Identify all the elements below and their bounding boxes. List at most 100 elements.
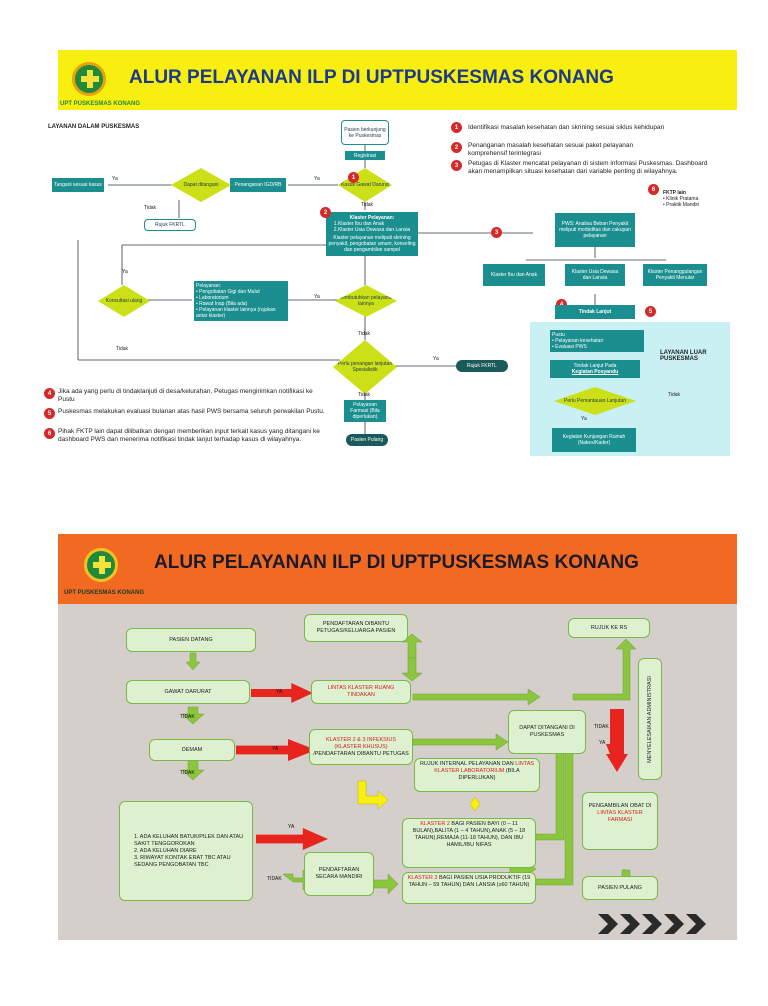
fktp-lain-box: FKTP lain • Klinik Pratama • Praktik Man…	[663, 190, 699, 208]
title-banner: UPT PUSKESMAS KONANG ALUR PELAYANAN ILP …	[58, 50, 737, 110]
pendaftaran-dibantu-box: PENDAFTARAN DIBANTU PETUGAS/KELUARGA PAS…	[304, 614, 408, 642]
label-ya: Ya	[581, 416, 587, 422]
klaster-desc: Klaster pelayanan meliputi skrining peny…	[328, 235, 416, 253]
klaster-penanggulangan-box: Klaster Penanggulangan Penyakit Menular	[643, 264, 707, 286]
title-banner: UPT PUSKESMAS KONANG ALUR PELAYANAN ILP …	[58, 534, 737, 604]
label-ya: YA	[288, 824, 295, 830]
label-tidak: Tidak	[358, 331, 371, 337]
note-number-1: 1	[451, 122, 462, 133]
note-6: Pihak FKTP lain dapat dilibatkan dengan …	[58, 428, 320, 443]
pasien-datang-box: PASIEN DATANG	[126, 628, 256, 652]
administrasi-box: MENYELESAIKAN ADMINISTRASI	[638, 658, 662, 780]
tindak-posyandu-box: Tindak Lanjut Pada Kegiatan Posyandu	[550, 360, 640, 378]
chevron-decoration-icon	[598, 914, 706, 934]
label-tidak: Tidak	[358, 392, 371, 398]
label-ya: Ya	[433, 356, 439, 362]
section-label-outside: LAYANAN LUAR PUSKESMAS	[660, 350, 707, 362]
label-tidak: Tidak	[361, 202, 374, 208]
flowchart-panel-1: UPT PUSKESMAS KONANG ALUR PELAYANAN ILP …	[44, 50, 737, 463]
pelayanan-box: Pelayanan: • Pengobatan Gigi dan Mulut •…	[194, 281, 288, 321]
label-tidak: Tidak	[668, 392, 681, 398]
note-2: Penanganan masalah kesehatan sesuai pake…	[468, 142, 634, 157]
section-label-inside: LAYANAN DALAM PUSKESMAS	[48, 124, 140, 130]
label-ya: Ya	[314, 294, 320, 300]
dapat-ditangani-box: DAPAT DITANGANI DI PUSKESMAS	[508, 710, 586, 754]
step-number-4: 4	[556, 299, 567, 310]
penanganan-igd-box: Penanganan IGD/RB	[230, 178, 286, 192]
klaster-items: 1.Klaster Ibu dan Anak 2.Klaster Usia De…	[333, 221, 411, 233]
logo-caption: UPT PUSKESMAS KONANG	[64, 590, 145, 596]
pengambilan-obat-text: PENGAMBILAN OBAT DI	[588, 803, 652, 809]
klaster3-label: KLASTER 3	[407, 875, 438, 881]
puskesmas-logo	[72, 62, 106, 96]
note-number-2: 2	[451, 142, 462, 153]
rujuk-fkrtl-box-2: Rujuk FKRTL	[456, 360, 508, 372]
rujuk-internal-text: RUJUK INTERNAL PELAYANAN DAN	[419, 761, 516, 767]
klaster2-label: KLASTER 2	[420, 821, 450, 827]
step-number-3: 3	[491, 227, 502, 238]
label-tidak: Tidak	[144, 205, 157, 211]
fktp-lain-items: • Klinik Pratama • Praktik Mandiri	[663, 196, 700, 208]
tindak-posyandu-text: Tindak Lanjut Pada	[573, 363, 617, 369]
flowchart-panel-2: UPT PUSKESMAS KONANG ALUR PELAYANAN ILP …	[58, 534, 737, 940]
lintas-farmasi-label: LINTAS KLASTER FARMASI	[597, 810, 643, 823]
label-ya: YA	[276, 689, 283, 695]
note-number-5: 5	[44, 408, 55, 419]
note-3: Petugas di Klaster mencatat pelayanan di…	[468, 160, 708, 175]
klaster-infeksius-label: KLASTER 2 & 3 INFEKSIUS (KLASTER KHUSUS)	[326, 736, 396, 750]
label-ya: YA	[272, 746, 279, 752]
label-tidak: TIDAK	[267, 876, 282, 882]
klaster-dewasa-box: Klaster Usia Dewasa dan Lansia	[565, 264, 625, 286]
pengambilan-obat-box: PENGAMBILAN OBAT DI LINTAS KLASTER FARMA…	[582, 792, 658, 850]
label-tidak: TIDAK	[180, 770, 195, 776]
fktp-lain-title: FKTP lain	[663, 190, 686, 196]
note-4: Jika ada yang perlu di tindaklanjuti di …	[58, 388, 313, 403]
pendaftaran-dibantu-label: /PENDAFTARAN DIBANTU PETUGAS	[313, 750, 409, 757]
farmasi-box: Pelayanan Farmasi (Bila diperlukan)	[344, 400, 386, 422]
klaster2-desc: BAGI PASIEN BAYI (0 – 11 BULAN),BALITA (…	[412, 821, 526, 848]
pustu-box: Pustu • Pelayanan kesehatan • Evaluasi P…	[550, 330, 644, 352]
tindak-lanjut-box: Tindak Lanjut	[555, 305, 635, 319]
pendaftaran-mandiri-box: PENDAFTARAN SECARA MANDIRI	[304, 852, 374, 896]
label-ya: YA	[599, 740, 606, 746]
klaster-title: Klaster Pelayanan:	[349, 215, 395, 221]
pasien-pulang-box: PASIEN PULANG	[582, 876, 658, 900]
klaster3-box: KLASTER 3 BAGI PASIEN USIA PRODUKTIF (19…	[402, 872, 536, 904]
label-ya: Ya	[314, 176, 320, 182]
note-number-4: 4	[44, 388, 55, 399]
label-ya: Ya	[112, 176, 118, 182]
lintas-lab-label: LINTAS KLASTER LABORATORIUM	[434, 761, 535, 774]
kunjungan-rumah-box: Kegiatan Kunjungan Rumah (Nakes/Kader)	[552, 428, 636, 452]
rujuk-fkrtl-box-1: Rujuk FKRTL	[144, 219, 196, 231]
demam-box: DEMAM	[149, 739, 235, 761]
note-number-6: 6	[44, 428, 55, 439]
pasien-berkunjung-box: Pasien berkunjung ke Puskesmas	[341, 120, 389, 145]
rujuk-internal-box: RUJUK INTERNAL PELAYANAN DAN LINTAS KLAS…	[414, 758, 540, 792]
note-number-3: 3	[451, 160, 462, 171]
page-title: ALUR PELAYANAN ILP DI UPTPUSKESMAS KONAN…	[154, 552, 639, 573]
klaster3-desc: BAGI PASIEN USIA PRODUKTIF (19 TAHUN – 5…	[408, 875, 531, 888]
klaster-infeksius-box: KLASTER 2 & 3 INFEKSIUS (KLASTER KHUSUS)…	[309, 729, 413, 765]
registrasi-box: Registrasi	[345, 151, 385, 160]
label-tidak: Tidak	[116, 346, 129, 352]
puskesmas-logo	[84, 548, 118, 582]
klaster-pelayanan-box: Klaster Pelayanan: 1.Klaster Ibu dan Ana…	[326, 212, 418, 256]
step-number-6: 6	[648, 184, 659, 195]
keluhan-box: 1. ADA KELUHAN BATUK/PILEK DAN ATAU SAKI…	[119, 801, 253, 901]
tangani-sesuai-box: Tangani sesuai kasus	[52, 178, 104, 192]
pasien-pulang-pill: Pasien Pulang	[346, 434, 388, 446]
posyandu-label: Kegiatan Posyandu	[571, 369, 619, 375]
label-tidak: TIDAK	[180, 714, 195, 720]
administrasi-label: MENYELESAIKAN ADMINISTRASI	[646, 675, 653, 763]
rujuk-rs-box: RUJUK KE RS	[568, 618, 650, 638]
step-number-2: 2	[320, 207, 331, 218]
gawat-darurat-box: GAWAT DARURAT	[126, 680, 250, 704]
logo-caption: UPT PUSKESMAS KONANG	[60, 101, 141, 107]
step-number-5: 5	[645, 306, 656, 317]
note-1: Identifikasi masalah kesehatan dan skrin…	[468, 124, 665, 131]
note-5: Puskesmas melakukan evaluasi bulanan ata…	[58, 408, 325, 415]
label-tidak: TIDAK	[594, 724, 609, 730]
klaster2-box: KLASTER 2 BAGI PASIEN BAYI (0 – 11 BULAN…	[402, 818, 536, 868]
label-ya: Ya	[122, 269, 128, 275]
pws-box: PWS: Analisa Beban Penyakit meliputi mor…	[555, 213, 635, 247]
